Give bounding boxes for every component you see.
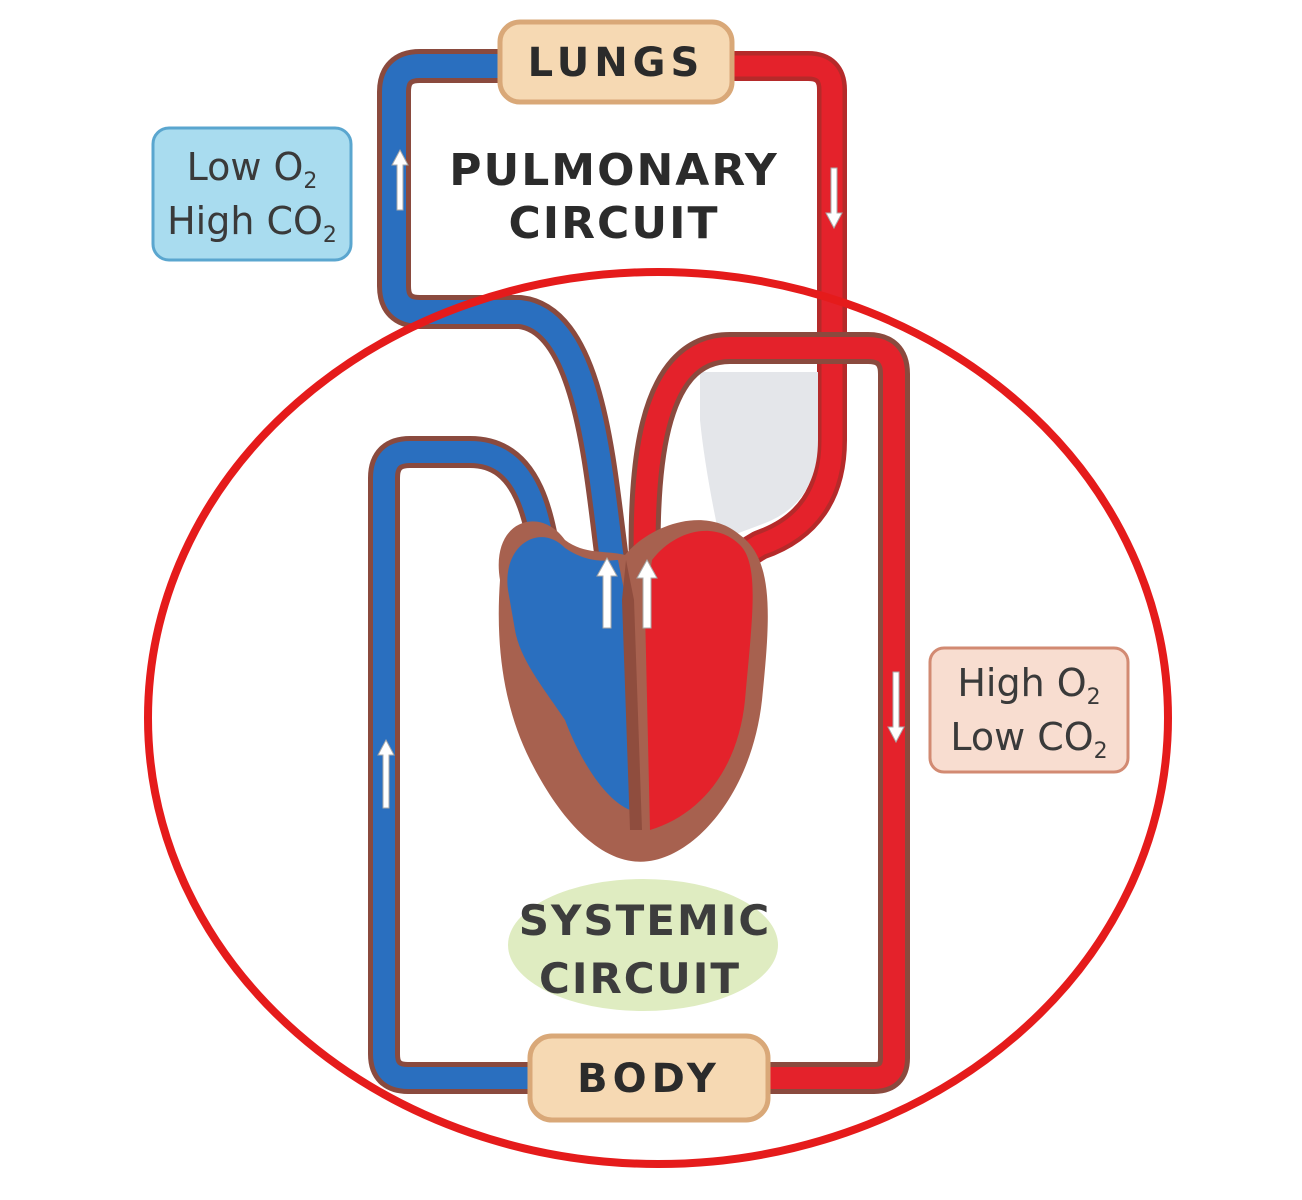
lungs-box: LUNGS (497, 19, 735, 105)
pulmonary-title-line2: CIRCUIT (509, 198, 720, 249)
body-box: BODY (527, 1033, 771, 1123)
aorta-lumen (633, 337, 905, 1089)
pulmonary-title-line1: PULMONARY (449, 145, 778, 196)
heart-septum (622, 560, 642, 830)
o2-subscript: 2 (303, 169, 317, 194)
svg-text:Low O2: Low O2 (187, 145, 318, 194)
annotation-ellipse (144, 268, 1172, 1168)
co2-subscript: 2 (323, 223, 337, 248)
oxygenated-info-box: High O2 Low CO2 (928, 646, 1130, 774)
lungs-label: LUNGS (528, 40, 705, 86)
svg-text:High CO2: High CO2 (167, 199, 337, 248)
systemic-title-line2: CIRCUIT (539, 954, 741, 1003)
up-arrow-icon (377, 738, 395, 809)
down-arrow-icon (825, 167, 843, 230)
o2-subscript: 2 (1087, 685, 1101, 710)
up-arrow-icon (391, 148, 409, 211)
aorta-inner-region (700, 372, 818, 540)
low-co2-label: Low CO (950, 715, 1093, 759)
flow-arrows (377, 148, 905, 809)
deoxygenated-info-box: Low O2 High CO2 (151, 126, 353, 262)
low-o2-label: Low O (187, 145, 304, 189)
pulmonary-vein-lumen (709, 55, 843, 571)
body-label: BODY (577, 1056, 721, 1102)
systemic-title-line1: SYSTEMIC (519, 896, 772, 945)
high-o2-label: High O (957, 661, 1086, 705)
systemic-highlight (508, 879, 778, 1011)
svg-text:Low CO2: Low CO2 (950, 715, 1107, 764)
right-heart-chambers (507, 537, 630, 810)
svg-text:High O2: High O2 (957, 661, 1100, 710)
up-arrow-icon (636, 558, 658, 629)
co2-subscript: 2 (1094, 739, 1108, 764)
up-arrow-icon (596, 556, 618, 629)
vena-cava-lumen (373, 441, 559, 1089)
high-co2-label: High CO (167, 199, 323, 243)
pulmonary-artery-lumen (382, 54, 624, 572)
left-heart-chambers (645, 530, 753, 830)
down-arrow-icon (887, 671, 905, 744)
